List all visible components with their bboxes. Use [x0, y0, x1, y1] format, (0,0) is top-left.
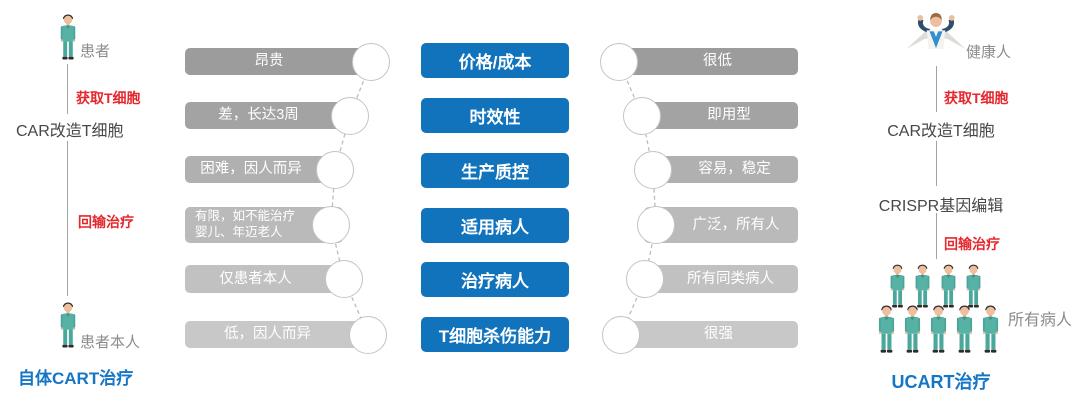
patient-icon — [878, 305, 895, 353]
healthy-person-label: 健康人 — [966, 44, 1012, 61]
patient-icon — [904, 305, 921, 353]
healthy-person-icon — [906, 12, 966, 50]
flow-line — [936, 213, 937, 259]
connector-circle — [623, 96, 661, 135]
patient-label: 患者 — [80, 43, 111, 60]
connector-circle — [352, 42, 390, 81]
category-pill: 时效性 — [421, 98, 569, 133]
connector-circle — [602, 315, 640, 354]
category-pill: 适用病人 — [421, 208, 569, 243]
connector-circle — [634, 150, 672, 189]
flow-line — [936, 66, 937, 112]
patient-icon — [982, 305, 999, 353]
ucart-title: UCART治疗 — [891, 372, 991, 392]
all-patients-label: 所有病人 — [1008, 312, 1073, 329]
patient-icon — [60, 14, 76, 60]
connector-circle — [600, 42, 638, 81]
crispr-edit-node: CRISPR基因编辑 — [878, 198, 1004, 215]
comparison-bar-left: 低，因人而异 — [185, 321, 380, 348]
connector-circle — [637, 206, 675, 244]
connector-circle — [316, 150, 354, 189]
comparison-bar-left: 昂贵 — [185, 48, 383, 75]
car-modify-node: CAR改造T细胞 — [887, 123, 995, 140]
patient-self-label: 患者本人 — [80, 334, 141, 351]
autologous-cart-title: 自体CART治疗 — [18, 369, 134, 388]
comparison-bar-right: 很强 — [609, 321, 798, 348]
acquire-tcell-step: 获取T细胞 — [76, 90, 141, 106]
acquire-tcell-step: 获取T细胞 — [944, 90, 1009, 106]
car-modify-node: CAR改造T细胞 — [16, 123, 124, 140]
category-pill: T细胞杀伤能力 — [421, 317, 569, 352]
comparison-bar-right: 很低 — [607, 48, 798, 75]
patient-icon — [60, 302, 76, 348]
infuse-step: 回输治疗 — [78, 214, 134, 230]
flow-line — [67, 141, 68, 296]
infuse-step: 回输治疗 — [944, 236, 1000, 252]
flow-line — [67, 64, 68, 114]
patient-icon — [956, 305, 973, 353]
category-pill: 治疗病人 — [421, 262, 569, 297]
patient-icon — [930, 305, 947, 353]
connector-circle — [312, 206, 350, 244]
category-pill: 价格/成本 — [421, 43, 569, 78]
connector-circle — [331, 96, 369, 135]
connector-circle — [349, 315, 387, 354]
connector-circle — [626, 260, 664, 298]
category-pill: 生产质控 — [421, 153, 569, 188]
connector-circle — [325, 260, 363, 298]
flow-line — [936, 141, 937, 186]
